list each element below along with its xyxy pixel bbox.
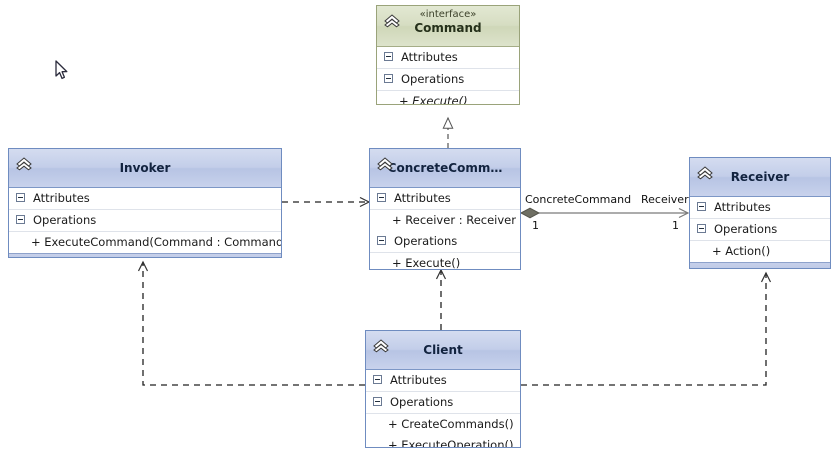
operation-item[interactable]: + Action() [712, 244, 771, 258]
collapse-minus-icon[interactable] [16, 215, 25, 224]
operation-item[interactable]: + ExecuteOperation() [388, 438, 514, 448]
compartment-operations-invoker[interactable]: Operations [9, 210, 281, 232]
mouse-cursor [55, 60, 69, 80]
compartment-label: Operations [390, 395, 454, 409]
operation-item[interactable]: + CreateCommands() [388, 417, 514, 431]
compartment-label: Operations [401, 72, 465, 86]
collapse-chevron-icon[interactable] [372, 337, 390, 353]
class-footer-receiver [690, 262, 830, 268]
class-body-concretecommand: Attributes + Receiver : Receiver Operati… [370, 188, 520, 270]
compartment-operations-client[interactable]: Operations [366, 392, 520, 414]
class-body-client: Attributes Operations + CreateCommands()… [366, 370, 520, 448]
class-footer-invoker [9, 253, 281, 257]
class-header-invoker: Invoker [9, 149, 281, 188]
compartment-attributes-invoker[interactable]: Attributes [9, 188, 281, 210]
class-body-invoker: Attributes Operations + ExecuteCommand(C… [9, 188, 281, 253]
class-box-invoker[interactable]: Invoker Attributes Operations + ExecuteC… [8, 148, 282, 258]
compartment-attributes-receiver[interactable]: Attributes [690, 197, 830, 219]
collapse-minus-icon[interactable] [377, 193, 386, 202]
compartment-attributes-concretecommand[interactable]: Attributes [370, 188, 520, 210]
compartment-attributes-command[interactable]: Attributes [377, 47, 519, 69]
compartment-label: Attributes [390, 373, 447, 387]
collapse-minus-icon[interactable] [373, 397, 382, 406]
association-source-role-label[interactable]: ConcreteCommand [525, 193, 632, 206]
association-target-multiplicity-label[interactable]: 1 [672, 219, 679, 232]
attribute-item[interactable]: + Receiver : Receiver [392, 213, 516, 227]
edge-dependency-client-receiver [521, 273, 766, 386]
collapse-minus-icon[interactable] [384, 74, 393, 83]
compartment-operations-concretecommand[interactable]: Operations [370, 231, 520, 253]
class-name-receiver: Receiver [730, 170, 790, 184]
association-source-multiplicity-label[interactable]: 1 [532, 219, 539, 232]
class-header-receiver: Receiver [690, 158, 830, 197]
compartment-label: Operations [33, 213, 97, 227]
compartment-label: Attributes [394, 191, 451, 205]
class-body-command: Attributes Operations + Execute() [377, 47, 519, 105]
class-name-command: Command [414, 21, 482, 35]
class-header-client: Client [366, 331, 520, 370]
operation-item[interactable]: + Execute() [399, 94, 468, 105]
compartment-label: Attributes [714, 200, 771, 214]
class-header-concretecommand: ConcreteComm… [370, 149, 520, 188]
compartment-label: Operations [394, 234, 458, 248]
class-box-concretecommand[interactable]: ConcreteComm… Attributes + Receiver : Re… [369, 148, 521, 270]
collapse-minus-icon[interactable] [697, 224, 706, 233]
class-box-command[interactable]: «interface» Command Attributes Operation… [376, 5, 520, 105]
class-box-client[interactable]: Client Attributes Operations + CreateCom… [365, 330, 521, 448]
operation-item[interactable]: + ExecuteCommand(Command : Command) [31, 235, 282, 249]
compartment-label: Attributes [401, 50, 458, 64]
collapse-minus-icon[interactable] [384, 52, 393, 61]
compartment-attributes-client[interactable]: Attributes [366, 370, 520, 392]
operation-item[interactable]: + Execute() [392, 256, 461, 270]
class-header-command: «interface» Command [377, 6, 519, 47]
class-body-receiver: Attributes Operations + Action() [690, 197, 830, 262]
compartment-operations-command[interactable]: Operations [377, 69, 519, 91]
class-stereotype-command: «interface» [419, 9, 477, 20]
class-name-concretecommand: ConcreteComm… [387, 161, 503, 175]
compartment-label: Operations [714, 222, 778, 236]
collapse-chevron-icon[interactable] [376, 155, 394, 171]
collapse-chevron-icon[interactable] [383, 12, 401, 28]
collapse-minus-icon[interactable] [16, 193, 25, 202]
compartment-label: Attributes [33, 191, 90, 205]
compartment-operations-receiver[interactable]: Operations [690, 219, 830, 241]
collapse-chevron-icon[interactable] [696, 164, 714, 180]
collapse-minus-icon[interactable] [697, 202, 706, 211]
edge-dependency-client-invoker [143, 262, 365, 386]
collapse-minus-icon[interactable] [377, 236, 386, 245]
association-target-role-label[interactable]: Receiver [641, 193, 689, 206]
collapse-chevron-icon[interactable] [15, 155, 33, 171]
class-name-invoker: Invoker [119, 161, 171, 175]
class-box-receiver[interactable]: Receiver Attributes Operations + Action(… [689, 157, 831, 269]
class-name-client: Client [423, 343, 463, 357]
collapse-minus-icon[interactable] [373, 375, 382, 384]
